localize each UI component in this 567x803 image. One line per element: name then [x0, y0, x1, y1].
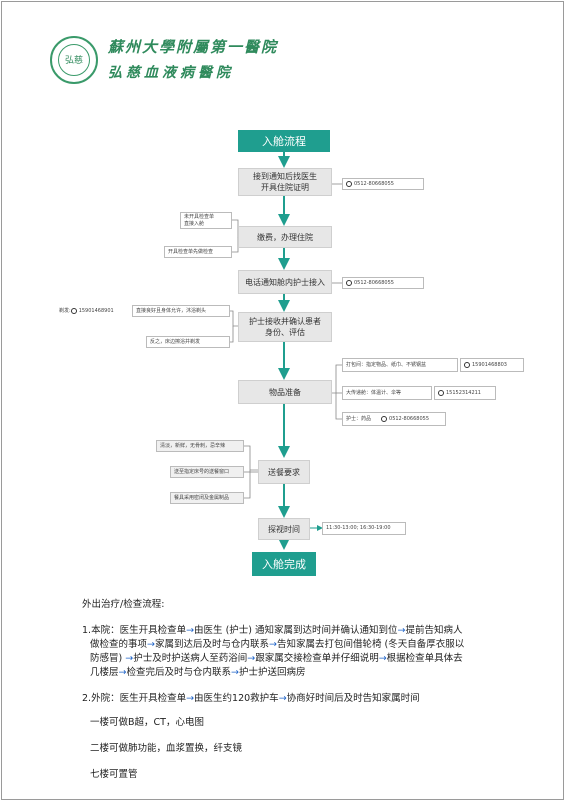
supply-packing-phone-number: 15901468803	[472, 361, 507, 368]
phone-icon	[346, 280, 352, 286]
phone-icon	[346, 181, 352, 187]
supply-transfer-phone: 15152314211	[434, 386, 496, 400]
step2-note-direct: 未开具检查单 直接入舱	[180, 212, 232, 229]
flow-title: 入舱流程	[238, 130, 330, 152]
item1-line3: 防感冒) →护士及时护送病人至药浴间→跟家属交接检查单并仔细说明→根据检查单具体…	[90, 653, 463, 664]
phone-icon	[381, 416, 388, 422]
step4-note-bath: 直接良好且身体允许，沐浴剃头	[132, 305, 230, 317]
floor2-note: 二楼可做肺功能，血浆置换，纤支镜	[90, 743, 243, 754]
step4-phone: 15901468901	[78, 307, 114, 314]
step1-phone-box: 0512-80668055	[342, 178, 424, 190]
floor7-note: 七楼可置管	[90, 769, 138, 780]
supply-item-packing: 打包间：指定物品、纸巾、不锈钢盆	[342, 358, 458, 372]
meal-note-light: 清淡，新鲜，无骨刺，忌辛辣	[156, 440, 244, 452]
step4-phone-label: 剃发:	[59, 307, 71, 314]
supply-transfer-phone-number: 15152314211	[446, 389, 481, 396]
step4-note-bedside: 反之，床边擦浴并剃发	[146, 336, 230, 348]
step2-note-exam: 开具检查单先做检查	[164, 246, 232, 258]
step2-note-a-line2: 直接入舱	[184, 220, 205, 227]
flow-step-meal: 送餐要求	[258, 460, 310, 484]
supply-item-nurse: 护士：药品 0512-80668055	[342, 412, 446, 426]
supply-nurse-label: 护士：药品	[346, 415, 372, 422]
flow-step-visiting: 探视时间	[258, 518, 310, 540]
step1-phone: 0512-80668055	[354, 180, 394, 187]
logo-text: 弘慈	[64, 56, 83, 66]
step1-line1: 接到通知后找医生	[253, 172, 317, 181]
step1-line2: 开具住院证明	[261, 183, 309, 192]
item1-line1: 1.本院：医生开具检查单→由医生 (护士) 通知家属到达时间并确认通知到位→提前…	[82, 625, 463, 636]
step2-note-a-line1: 未开具检查单	[184, 213, 215, 220]
logo-inner-ring: 弘慈	[58, 44, 90, 76]
flow-step-notify-nurse: 电话通知舱内护士接入	[238, 270, 332, 294]
supply-item-transfer: 大传递舱：体温计、伞等	[342, 386, 432, 400]
phone-icon	[464, 362, 470, 368]
item2: 2.外院：医生开具检查单→由医生约120救护车→协商好时间后及时告知家属时间	[82, 693, 420, 704]
org-name-line1: 蘇州大學附屬第一醫院	[108, 38, 279, 56]
visiting-times: 11:30-13:00; 16:30-19:00	[322, 522, 406, 535]
flow-end: 入舱完成	[252, 552, 316, 576]
hospital-logo: 弘慈	[50, 36, 98, 84]
step4-line2: 身份、评估	[265, 328, 305, 337]
item1-line2: 做检查的事项→家属到达后及时与仓内联系→告知家属去打包间借轮椅 (冬天自备厚衣服…	[90, 639, 465, 650]
supply-packing-phone: 15901468803	[460, 358, 524, 372]
step3-phone-box: 0512-80668055	[342, 277, 424, 289]
floor1-note: 一楼可做B超，CT，心电图	[90, 717, 204, 728]
phone-icon	[70, 308, 77, 314]
item1-line4: 几楼层→检查完后及时与仓内联系→护士护送回病房	[90, 667, 306, 678]
section-title: 外出治疗/检查流程:	[82, 599, 165, 610]
meal-note-tableware: 餐具采用密闭及金属制品	[170, 492, 244, 504]
flow-step-referral: 接到通知后找医生 开具住院证明	[238, 168, 332, 196]
org-name-line2: 弘慈血液病醫院	[108, 65, 234, 81]
flow-step-payment: 缴费，办理住院	[238, 226, 332, 248]
step3-phone: 0512-80668055	[354, 279, 394, 286]
step4-line1: 护士接收并确认患者	[249, 317, 321, 326]
flow-step-supplies: 物品准备	[238, 380, 332, 404]
meal-note-window: 送至指定床号的送餐窗口	[170, 466, 244, 478]
flow-step-nurse-confirm: 护士接收并确认患者 身份、评估	[238, 312, 332, 342]
phone-icon	[438, 390, 444, 396]
step4-shave-phone: 剃发: 15901468901	[56, 305, 120, 317]
supply-nurse-phone: 0512-80668055	[389, 415, 429, 422]
